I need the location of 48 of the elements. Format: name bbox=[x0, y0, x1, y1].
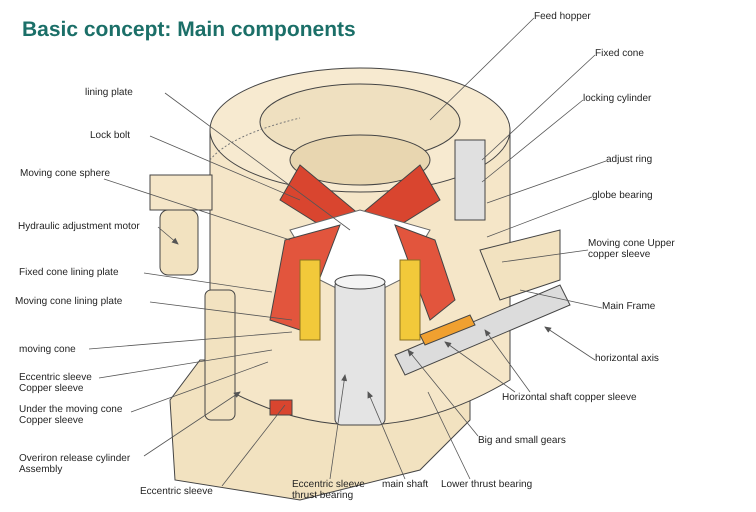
leader-line bbox=[407, 349, 478, 436]
callout-label: Moving cone sphere bbox=[20, 168, 120, 179]
callout-label: Big and small gears bbox=[478, 435, 588, 446]
leader-line bbox=[428, 392, 470, 480]
leader-line bbox=[482, 54, 596, 160]
leader-line bbox=[88, 332, 292, 350]
leader-line bbox=[130, 362, 268, 412]
leader-line bbox=[544, 326, 596, 360]
leader-line bbox=[150, 136, 300, 200]
callout-label: Overiron release cylinder Assembly bbox=[19, 453, 144, 475]
callout-label: Moving cone Upper copper sleeve bbox=[588, 238, 688, 260]
leader-line bbox=[164, 92, 350, 230]
leader-line bbox=[430, 18, 534, 120]
leader-line bbox=[98, 350, 272, 378]
leader-line bbox=[486, 196, 592, 238]
leader-line bbox=[486, 160, 606, 204]
callout-label: locking cylinder bbox=[583, 93, 673, 104]
callout-label: Horizontal shaft copper sleeve bbox=[502, 392, 652, 403]
leader-line bbox=[144, 272, 272, 292]
callout-label: Eccentric sleeve thrust bearing bbox=[292, 479, 374, 501]
callout-label: Fixed cone lining plate bbox=[19, 267, 144, 278]
leader-line bbox=[222, 404, 286, 486]
callout-label: Eccentric sleeve Copper sleeve bbox=[19, 372, 99, 394]
callout-label: Feed hopper bbox=[534, 11, 614, 22]
callout-label: adjust ring bbox=[606, 154, 666, 165]
callout-label: Moving cone lining plate bbox=[15, 296, 150, 307]
diagram-title: Basic concept: Main components bbox=[22, 18, 356, 42]
leader-line bbox=[444, 341, 516, 392]
leader-line bbox=[482, 100, 584, 182]
leader-line bbox=[484, 329, 530, 392]
leader-line bbox=[520, 290, 602, 308]
callout-label: Lower thrust bearing bbox=[441, 479, 561, 490]
callout-label: Lock bolt bbox=[90, 130, 150, 141]
callout-label: horizontal axis bbox=[595, 353, 685, 364]
leader-line bbox=[144, 391, 241, 456]
leader-line bbox=[104, 178, 290, 240]
callout-label: globe bearing bbox=[592, 190, 672, 201]
callout-label: Under the moving cone Copper sleeve bbox=[19, 404, 131, 426]
callout-label: main shaft bbox=[382, 479, 437, 490]
callout-label: lining plate bbox=[85, 87, 165, 98]
callout-label: Hydraulic adjustment motor bbox=[18, 221, 158, 232]
callout-label: Fixed cone bbox=[595, 48, 665, 59]
callout-label: Eccentric sleeve bbox=[140, 486, 230, 497]
callout-label: Main Frame bbox=[602, 301, 672, 312]
leader-line bbox=[150, 302, 292, 320]
leader-line bbox=[502, 250, 588, 262]
leader-line bbox=[330, 374, 348, 480]
callout-label: moving cone bbox=[19, 344, 89, 355]
